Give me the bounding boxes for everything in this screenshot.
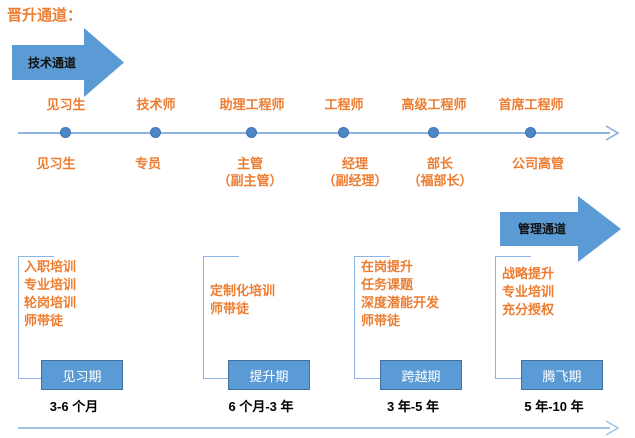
lower-role-3-label: 经理 [341,156,369,171]
lower-role-4: 部长 （福部长） [407,155,472,189]
lower-role-2-sub: （副主管） [217,173,283,188]
stage-bracket-3 [495,256,531,379]
stage-duration-2: 3 年-5 年 [386,399,440,414]
stage-bracket-2 [354,256,390,379]
stage-items-0: 入职培训 专业培训 轮岗培训 师带徒 [24,258,76,330]
upper-role-1: 技术师 [136,97,176,112]
lower-role-0-label: 见习生 [36,156,76,171]
bottom-timeline-arrowhead [604,419,622,438]
stage-items-2: 在岗提升 任务课题 深度潜能开发 师带徒 [361,258,439,330]
stage-bracket-1 [203,256,239,379]
technical-channel-label: 技术通道 [28,56,77,70]
timeline-dot-4[interactable] [428,127,439,138]
lower-role-5: 公司高管 [512,155,564,172]
stage-item-2-3: 师带徒 [361,313,401,328]
lower-role-4-label: 部长 [426,156,454,171]
lower-role-5-label: 公司高管 [511,156,565,171]
timeline-dot-2[interactable] [246,127,257,138]
upper-role-4: 高级工程师 [401,97,467,112]
stage-box-1[interactable]: 提升期 [228,360,310,390]
lower-role-4-sub: （福部长） [407,173,473,188]
lower-role-3: 经理 （副经理） [322,155,387,189]
lower-role-2: 主管 （副主管） [217,155,282,189]
bottom-timeline-axis [18,427,610,429]
stage-duration-0: 3-6 个月 [49,399,99,414]
upper-role-2: 助理工程师 [219,97,285,112]
upper-role-0: 见习生 [46,97,86,112]
stage-box-2[interactable]: 跨越期 [380,360,462,390]
stage-item-0-0: 入职培训 [24,259,77,274]
stage-box-0[interactable]: 见习期 [41,360,123,390]
management-channel-label: 管理通道 [518,222,567,236]
stage-item-3-1: 专业培训 [502,284,555,299]
main-timeline-arrowhead [604,124,622,147]
management-arrow-shape [500,196,621,262]
stage-duration-1: 6 个月-3 年 [228,399,294,414]
timeline-dot-1[interactable] [150,127,161,138]
stage-item-0-2: 轮岗培训 [24,295,77,310]
timeline-dot-0[interactable] [60,127,71,138]
stage-items-3: 战略提升 专业培训 充分授权 [502,265,554,319]
upper-role-5: 首席工程师 [498,97,564,112]
stage-item-2-1: 任务课题 [361,277,414,292]
lower-role-1: 专员 [135,155,161,172]
stage-bracket-0 [18,256,54,379]
page-title: 晋升通道： [7,7,83,24]
stage-item-0-1: 专业培训 [24,277,77,292]
stage-item-0-3: 师带徒 [24,313,64,328]
stage-items-1: 定制化培训 师带徒 [210,282,275,318]
stage-item-1-0: 定制化培训 [210,283,276,298]
upper-role-3: 工程师 [324,97,364,112]
technical-channel-arrow[interactable]: 技术通道 [12,28,124,97]
lower-role-2-label: 主管 [236,156,264,171]
lower-role-0: 见习生 [36,155,75,172]
lower-role-3-sub: （副经理） [322,173,388,188]
stage-item-3-2: 充分授权 [502,302,555,317]
management-channel-arrow[interactable]: 管理通道 [500,196,621,262]
timeline-dot-5[interactable] [525,127,536,138]
stage-item-2-0: 在岗提升 [361,259,414,274]
stage-duration-3: 5 年-10 年 [524,399,584,414]
stage-box-3[interactable]: 腾飞期 [521,360,603,390]
lower-role-1-label: 专员 [134,156,162,171]
stage-item-1-1: 师带徒 [210,301,250,316]
technical-arrow-shape [12,28,124,97]
timeline-dot-3[interactable] [338,127,349,138]
stage-item-3-0: 战略提升 [502,266,555,281]
stage-item-2-2: 深度潜能开发 [361,295,440,310]
main-timeline-axis [18,132,610,134]
